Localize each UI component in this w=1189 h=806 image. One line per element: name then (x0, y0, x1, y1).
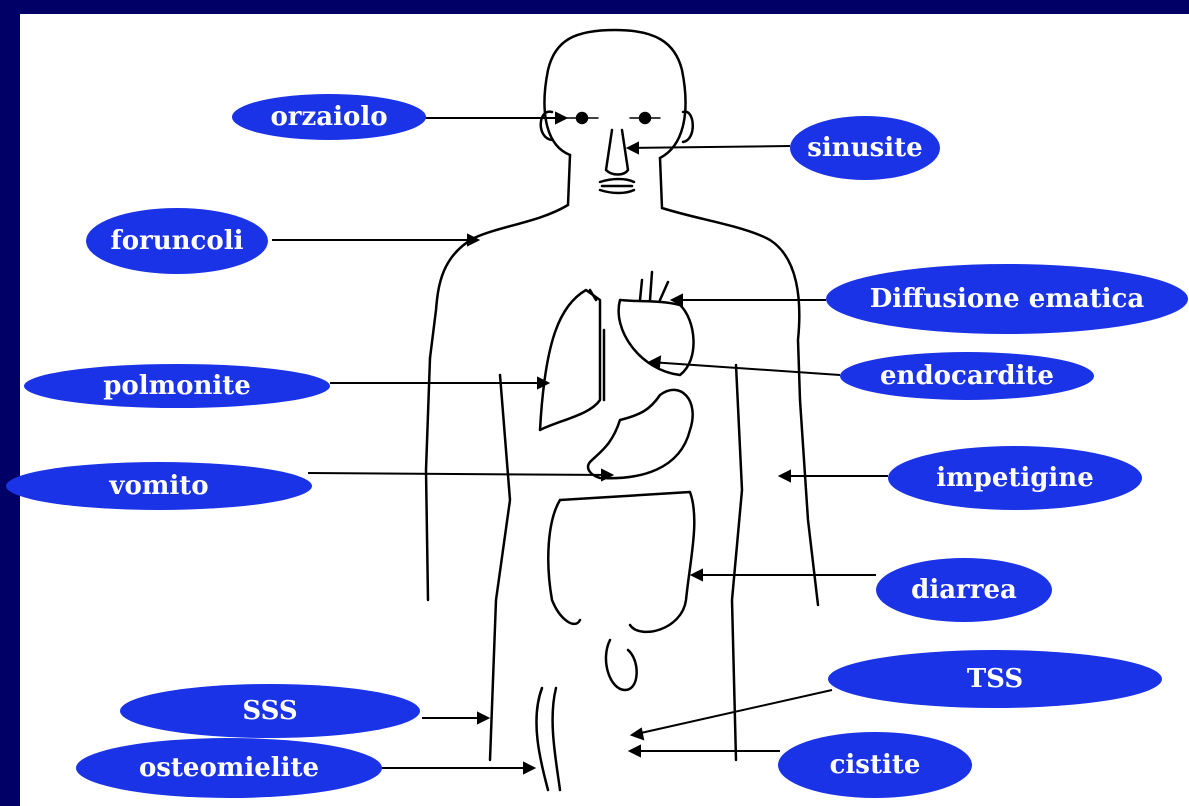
arrow-impetigine (780, 471, 888, 481)
label-sss: SSS (120, 684, 420, 738)
arrow-osteomielite (378, 763, 534, 773)
arrow-polmonite (330, 378, 548, 388)
arrow-vomito (308, 470, 612, 480)
label-sinusite: sinusite (790, 116, 940, 180)
arrow-diarrea (692, 570, 876, 580)
arrow-sinusite (628, 143, 790, 153)
label-foruncoli: foruncoli (86, 208, 268, 274)
label-polmonite: polmonite (24, 364, 330, 408)
arrow-foruncoli (272, 235, 478, 245)
label-orzaiolo: orzaiolo (232, 94, 426, 140)
arrow-tss (632, 690, 832, 739)
label-diarrea: diarrea (876, 558, 1052, 622)
label-vomito: vomito (6, 462, 312, 510)
label-cistite: cistite (778, 732, 972, 798)
arrow-endocardite (650, 357, 840, 375)
label-tss: TSS (828, 650, 1162, 708)
label-endocardite: endocardite (840, 352, 1094, 400)
label-osteomielite: osteomielite (76, 738, 382, 798)
arrow-cistite (630, 746, 780, 756)
label-impetigine: impetigine (888, 446, 1142, 510)
arrow-orzaiolo (420, 113, 566, 123)
arrow-diffusione (672, 295, 826, 305)
label-diffusione-ematica: Diffusione ematica (826, 264, 1188, 334)
arrow-sss (422, 713, 488, 723)
